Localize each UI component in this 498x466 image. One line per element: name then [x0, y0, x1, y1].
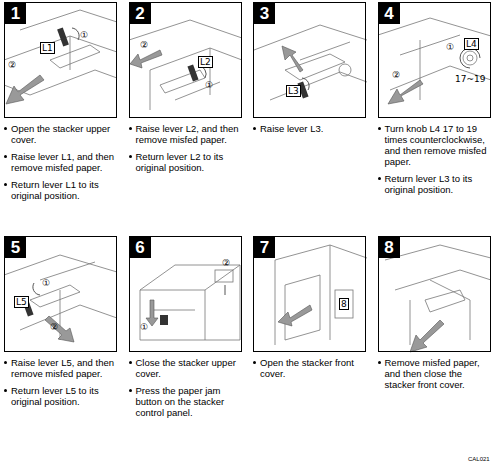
bullet-dot [253, 127, 256, 130]
part-label: L5 [14, 296, 29, 308]
callout-number: ① [42, 278, 50, 288]
instruction-text: Return lever L1 to its original position… [11, 179, 99, 201]
instruction-item: Return lever L1 to its original position… [4, 179, 116, 201]
step-number: 3 [254, 3, 275, 24]
step-panel: 1 [4, 2, 117, 118]
bullet-dot [129, 127, 132, 130]
instruction-text: Raise lever L3. [260, 123, 323, 134]
instruction-text: Raise lever L1, and then remove misfed p… [11, 151, 114, 173]
step-text: Open the stacker upper cover. Raise lever… [4, 123, 116, 207]
figure-code: CAL021 [468, 456, 490, 463]
callout-number: ② [392, 70, 400, 80]
step-text: Remove misfed paper, and then close the … [378, 357, 490, 396]
step-number: 7 [254, 237, 275, 258]
step-text: Raise lever L5, and then remove misfed p… [4, 357, 116, 413]
bullet-dot [4, 127, 7, 130]
instruction-item: Raise lever L3. [253, 123, 365, 134]
instruction-text: Close the stacker upper cover. [136, 357, 236, 379]
part-label: L1 [40, 42, 55, 54]
step-number: 8 [379, 237, 400, 258]
callout-number: ① [140, 322, 148, 332]
bullet-dot [4, 183, 7, 186]
instruction-item: Close the stacker upper cover. [129, 357, 241, 379]
step-panel: 5 [4, 236, 117, 352]
instruction-item: Open the stacker upper cover. [4, 123, 116, 145]
instruction-item: Raise lever L5, and then remove misfed p… [4, 357, 116, 379]
step-text: Raise lever L2, and then remove misfed p… [129, 123, 241, 179]
step-number: 5 [5, 237, 26, 258]
bullet-dot [4, 361, 7, 364]
bullet-dot [129, 361, 132, 364]
step-number: 2 [130, 3, 151, 24]
step-number: 4 [379, 3, 400, 24]
instruction-text: Press the paper jam button on the stacke… [136, 385, 225, 418]
bullet-dot [378, 177, 381, 180]
step-text: Raise lever L3. [253, 123, 365, 140]
step-panel: 4 [378, 2, 491, 118]
callout-number: ② [140, 40, 148, 50]
step-panel: 8 [378, 236, 491, 352]
callout-number: ① [205, 80, 213, 90]
part-label: L3 [286, 85, 301, 97]
callout-number: ② [222, 258, 230, 268]
instruction-item: Open the stacker front cover. [253, 357, 365, 379]
step-text: Turn knob L4 17 to 19 times counterclock… [378, 123, 490, 201]
callout-number: ① [80, 30, 88, 40]
callout-number: ② [8, 60, 16, 70]
bullet-dot [129, 389, 132, 392]
instruction-text: Return lever L5 to its original position… [11, 385, 99, 407]
instruction-text: Return lever L2 to its original position… [136, 151, 224, 173]
instruction-text: Raise lever L5, and then remove misfed p… [11, 357, 114, 379]
part-label: L2 [198, 56, 213, 68]
step-panel: 7 [253, 236, 366, 352]
step-number: 6 [130, 237, 151, 258]
bullet-dot [4, 155, 7, 158]
instruction-item: Raise lever L2, and then remove misfed p… [129, 123, 241, 145]
instruction-item: Return lever L3 to its original position… [378, 173, 490, 195]
instruction-text: Open the stacker upper cover. [11, 123, 110, 145]
step-panel: 3 [253, 2, 366, 118]
instruction-item: Return lever L2 to its original position… [129, 151, 241, 173]
bullet-dot [253, 361, 256, 364]
step-text: Open the stacker front cover. [253, 357, 365, 385]
instruction-item: Press the paper jam button on the stacke… [129, 385, 241, 418]
instruction-text: Raise lever L2, and then remove misfed p… [136, 123, 239, 145]
callout-number: ① [446, 42, 454, 52]
instruction-item: Turn knob L4 17 to 19 times counterclock… [378, 123, 490, 167]
instruction-text: Remove misfed paper, and then close the … [385, 357, 480, 390]
step-text: Close the stacker upper cover. Press the … [129, 357, 241, 424]
bullet-dot [129, 155, 132, 158]
callout-number: 17~19 [455, 74, 485, 84]
instruction-text: Turn knob L4 17 to 19 times counterclock… [385, 123, 487, 167]
part-label: L4 [464, 38, 479, 50]
callout-number: ② [50, 322, 58, 332]
bullet-dot [378, 361, 381, 364]
step-panel: 2 [129, 2, 242, 118]
instruction-item: Remove misfed paper, and then close the … [378, 357, 490, 390]
bullet-dot [378, 127, 381, 130]
step-panel: 6 [129, 236, 242, 352]
part-label: 8 [339, 298, 349, 310]
instruction-text: Open the stacker front cover. [260, 357, 354, 379]
instruction-item: Return lever L5 to its original position… [4, 385, 116, 407]
step-number: 1 [5, 3, 26, 24]
instruction-text: Return lever L3 to its original position… [385, 173, 473, 195]
bullet-dot [4, 389, 7, 392]
instruction-item: Raise lever L1, and then remove misfed p… [4, 151, 116, 173]
